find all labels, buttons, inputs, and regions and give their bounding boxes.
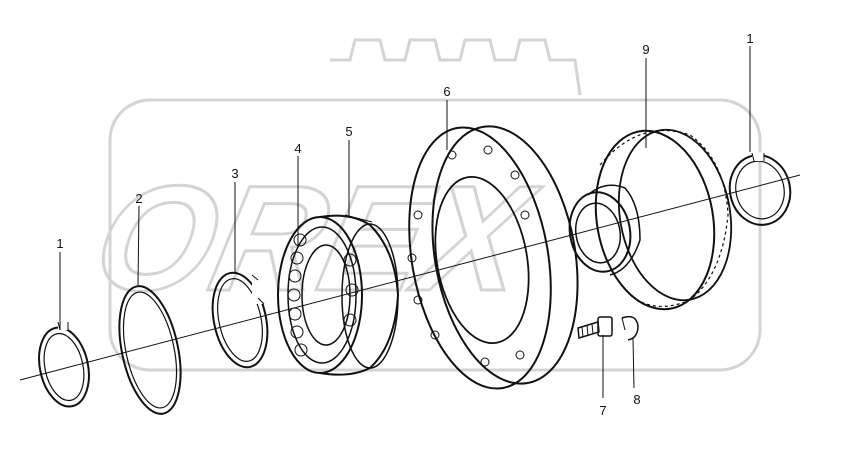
assembly-axis <box>19 174 801 381</box>
callout-numbers: 1 2 3 4 5 6 7 8 9 1 <box>56 31 753 418</box>
callout-4: 4 <box>294 141 301 156</box>
callout-1-left: 1 <box>56 236 63 251</box>
part-2-thin-ring[interactable] <box>109 281 191 420</box>
callout-7: 7 <box>599 403 606 418</box>
callout-1-right: 1 <box>746 31 753 46</box>
callout-8: 8 <box>633 392 640 407</box>
part-8-washer[interactable] <box>621 315 639 341</box>
bearing-rollers <box>287 233 359 357</box>
callout-3: 3 <box>231 166 238 181</box>
part-6-flange-cover[interactable] <box>390 115 596 400</box>
part-3-snap-ring[interactable] <box>205 268 276 373</box>
callout-5: 5 <box>345 124 352 139</box>
svg-text:OREX: OREX <box>81 156 549 323</box>
callout-9: 9 <box>642 42 649 57</box>
part-7-bolt[interactable] <box>577 316 613 339</box>
leader-lines <box>59 46 751 398</box>
watermark-logo: OREX <box>80 38 762 372</box>
part-9-gear[interactable] <box>564 121 745 319</box>
part-1-left-snap-ring[interactable] <box>32 321 96 411</box>
callout-6: 6 <box>443 84 450 99</box>
part-1-right-snap-ring[interactable] <box>723 150 796 231</box>
callout-2: 2 <box>135 191 142 206</box>
flange-bolt-holes <box>407 145 530 367</box>
